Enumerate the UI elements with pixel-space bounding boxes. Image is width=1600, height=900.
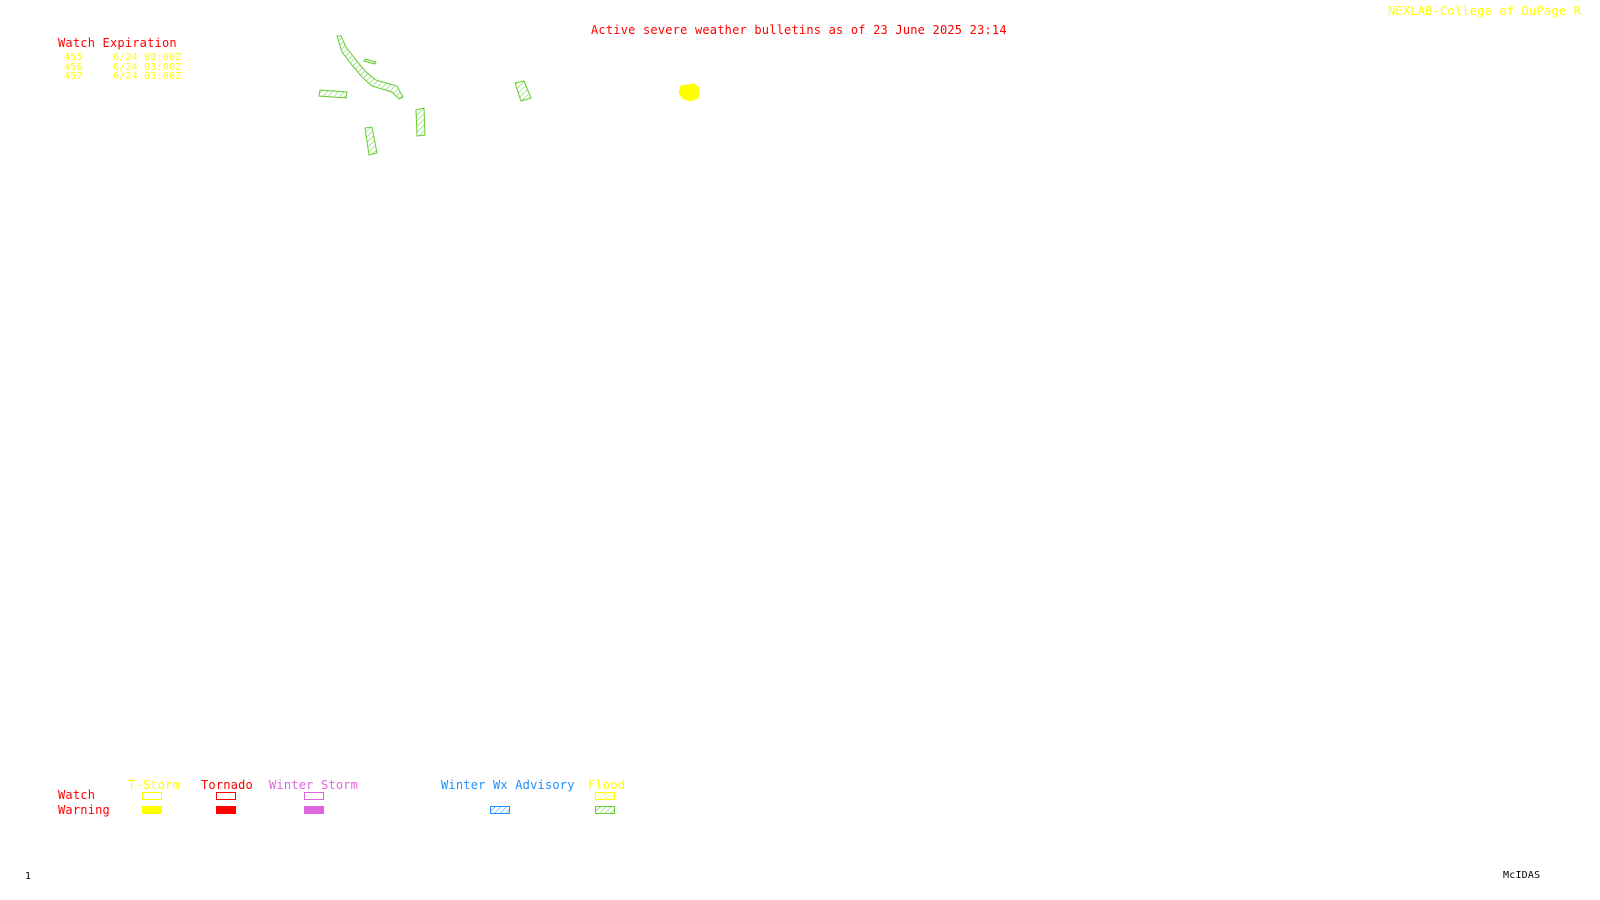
legend-winter-storm-warning-swatch <box>304 806 324 814</box>
legend-flood-watch-swatch <box>595 792 615 800</box>
credit-label: NEXLAB-College of DuPage R <box>1388 4 1582 18</box>
watch-expiration-time: 6/24 03:00Z <box>113 71 182 82</box>
legend-winter-storm-watch-swatch <box>304 792 324 800</box>
flood-warning-polygon <box>364 126 378 156</box>
legend-winter-storm-label: Winter Storm <box>269 778 359 792</box>
bulletin-title: Active severe weather bulletins as of 23… <box>591 23 1007 37</box>
flood-warning-polygon <box>415 107 426 137</box>
watch-expiration-time: 6/24 00:00Z <box>113 52 182 63</box>
legend-tstorm-watch-swatch <box>142 792 162 800</box>
legend-flood-label: Flood <box>588 778 626 792</box>
watch-id: 455 <box>64 52 83 63</box>
flood-warning-polygon <box>318 89 348 99</box>
legend-winter-wx-advisory-swatch <box>490 806 510 814</box>
legend-tornado-watch-swatch <box>216 792 236 800</box>
legend-tstorm-warning-swatch <box>142 806 162 814</box>
flood-warning-polygon <box>514 80 532 102</box>
watch-expiration-heading: Watch Expiration <box>58 36 177 50</box>
legend-flood-warning-swatch <box>595 806 615 814</box>
legend-tstorm-label: T-Storm <box>128 778 180 792</box>
watch-id: 456 <box>64 62 83 73</box>
legend-tornado-label: Tornado <box>201 778 253 792</box>
watch-expiration-time: 6/24 03:00Z <box>113 62 182 73</box>
legend-tornado-warning-swatch <box>216 806 236 814</box>
legend-warning-row-label: Warning <box>58 803 110 817</box>
legend-winter-wx-advisory-label: Winter Wx Advisory <box>441 778 575 792</box>
frame-number: 1 <box>25 871 32 882</box>
flood-warning-polygon <box>336 35 404 100</box>
watch-id: 457 <box>64 71 83 82</box>
flood-warning-polygon <box>363 58 377 65</box>
legend-watch-row-label: Watch <box>58 788 96 802</box>
software-label: McIDAS <box>1503 870 1541 881</box>
tstorm-warning-polygon <box>678 83 700 102</box>
